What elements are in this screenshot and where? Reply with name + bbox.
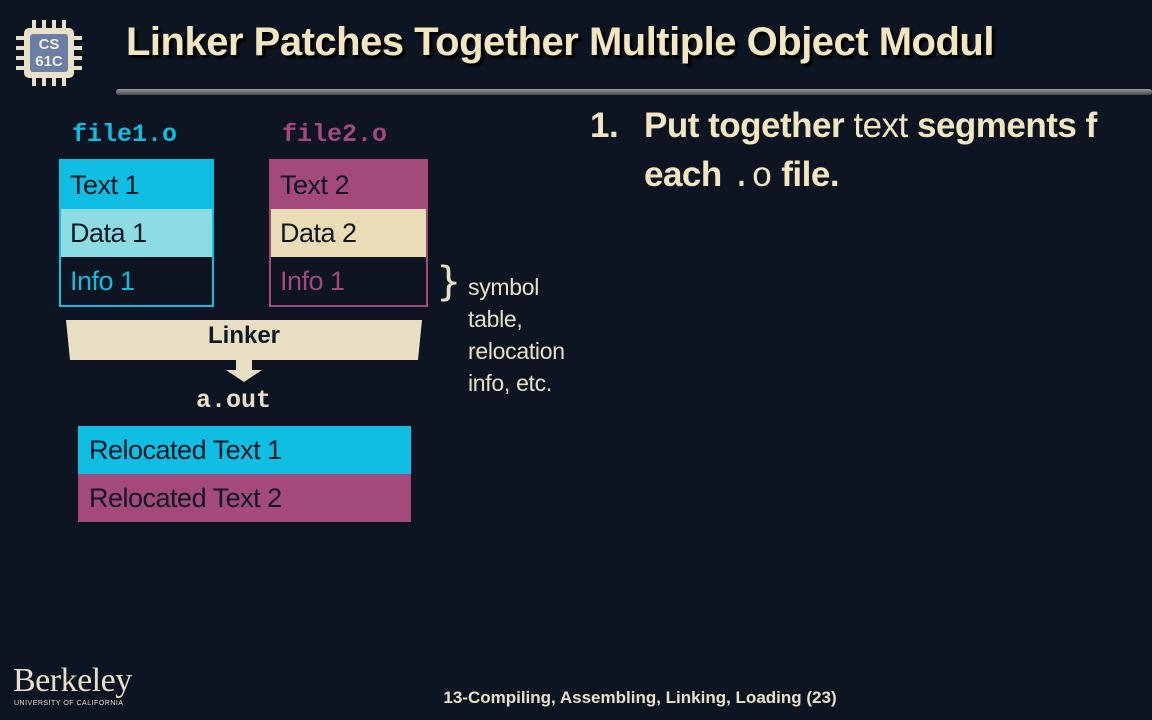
logo-line2: 61C [35, 53, 63, 70]
point-line2-part-a: each [644, 155, 722, 194]
linker-arrow [236, 358, 252, 372]
point-number: 1. [590, 106, 619, 145]
point-line1-part-b: text [853, 106, 908, 145]
berkeley-logo: Berkeley [13, 662, 132, 699]
note-line-3: relocation [468, 338, 565, 364]
point-line1-part-c: segments f [917, 106, 1097, 145]
berkeley-subtitle: UNIVERSITY OF CALIFORNIA [14, 700, 124, 707]
aout-label: a.out [196, 386, 272, 415]
title-divider [116, 89, 1152, 95]
relocated-text-1: Relocated Text 1 [78, 426, 411, 474]
file2-label: file2.o [282, 120, 388, 149]
info-brace: } [436, 259, 462, 305]
slide-title: Linker Patches Together Multiple Object … [126, 20, 994, 64]
note-line-4: info, etc. [468, 370, 552, 396]
slide-footer: 13-Compiling, Assembling, Linking, Loadi… [443, 688, 837, 707]
note-line-1: symbol [468, 274, 540, 300]
file2-data-segment: Data 2 [271, 209, 426, 257]
file1-data-segment: Data 1 [61, 209, 212, 257]
point-line2-part-c: file. [781, 155, 840, 194]
relocated-text-2: Relocated Text 2 [78, 474, 411, 522]
file1-text-segment: Text 1 [61, 161, 212, 209]
linker-label: Linker [207, 322, 281, 349]
point-line-1: Put together text segments f [644, 106, 1097, 146]
file1-info-segment: Info 1 [61, 257, 212, 305]
file2-text-segment: Text 2 [271, 161, 426, 209]
note-line-2: table, [468, 306, 523, 332]
cs61c-logo: CS 61C [14, 18, 84, 88]
file1-label: file1.o [72, 120, 178, 149]
point-line-2: each .o file. [644, 155, 840, 197]
file2-object: Text 2 Data 2 Info 1 [269, 159, 428, 307]
linker-banner [66, 320, 422, 360]
file2-info-segment: Info 1 [271, 257, 426, 305]
point-line1-part-a: Put together [644, 106, 845, 145]
point-line2-part-b: .o [731, 157, 773, 197]
logo-text: CS 61C [30, 34, 68, 72]
logo-line1: CS [38, 36, 60, 53]
linker-arrow-head [226, 370, 262, 382]
file1-object: Text 1 Data 1 Info 1 [59, 159, 214, 307]
